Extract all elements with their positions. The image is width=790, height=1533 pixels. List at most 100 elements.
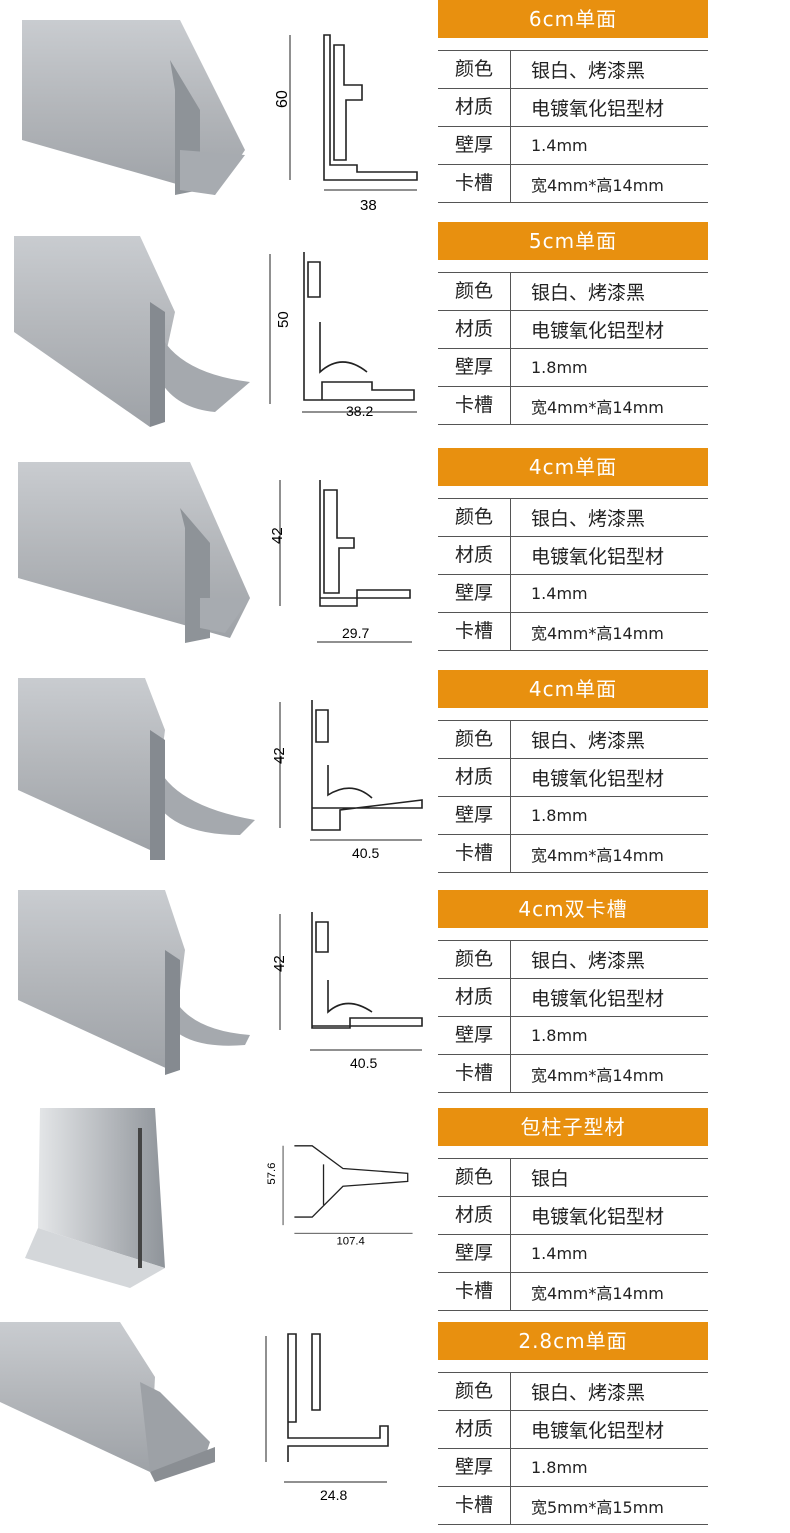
spec-title: 5cm单面 — [438, 222, 708, 260]
spec-row-color: 颜色银白、烤漆黑 — [438, 1373, 708, 1411]
spec-row-color: 颜色银白、烤漆黑 — [438, 721, 708, 759]
spec-value: 宽4mm*高14mm — [531, 623, 664, 643]
spec-row-material: 材质电镀氧化铝型材 — [438, 1411, 708, 1449]
spec-row-material: 材质电镀氧化铝型材 — [438, 311, 708, 349]
cross-section-drawing: 29 24.8 — [262, 1333, 389, 1503]
profile-photo — [18, 890, 250, 1075]
spec-row-material: 材质电镀氧化铝型材 — [438, 537, 708, 575]
spec-key: 卡槽 — [438, 387, 511, 424]
spec-value: 宽4mm*高14mm — [531, 845, 664, 865]
width-dimension: 107.4 — [336, 1236, 364, 1248]
height-dimension: 60 — [274, 90, 291, 108]
profile-photo — [18, 462, 250, 643]
spec-row-slot: 卡槽宽4mm*高14mm — [438, 387, 708, 425]
cross-section-drawing: 60 38 — [274, 34, 418, 214]
spec-key: 卡槽 — [438, 1055, 511, 1092]
spec-value: 宽4mm*高14mm — [531, 175, 664, 195]
spec-key: 颜色 — [438, 273, 511, 310]
height-dimension: 42 — [271, 747, 288, 764]
cross-section-drawing: 50 38.2 — [269, 252, 417, 419]
width-dimension: 24.8 — [320, 1487, 347, 1503]
spec-title: 2.8cm单面 — [438, 1322, 708, 1360]
spec-row-color: 颜色银白 — [438, 1159, 708, 1197]
product-section: 42 40.5 4cm双卡槽 颜色银白、烤漆黑 材质电镀氧化铝型材 壁厚 1.8m… — [0, 890, 790, 1093]
height-dimension: 50 — [275, 311, 292, 328]
spec-row-thickness: 壁厚 1.8mm — [438, 797, 708, 835]
profile-photo — [14, 236, 250, 427]
spec-title: 4cm单面 — [438, 448, 708, 486]
spec-value: 宽4mm*高14mm — [531, 1065, 664, 1085]
spec-value: 银白、烤漆黑 — [531, 950, 646, 972]
spec-key: 材质 — [438, 979, 511, 1016]
spec-row-color: 颜色银白、烤漆黑 — [438, 941, 708, 979]
spec-value: 电镀氧化铝型材 — [531, 320, 665, 342]
spec-key: 颜色 — [438, 1373, 511, 1410]
spec-key: 材质 — [438, 311, 511, 348]
width-dimension: 29.7 — [342, 625, 369, 641]
spec-key: 壁厚 — [438, 1017, 511, 1054]
spec-key: 卡槽 — [438, 165, 511, 202]
spec-value: 银白、烤漆黑 — [531, 1382, 646, 1404]
spec-key: 壁厚 — [438, 575, 511, 612]
spec-value: 1.8mm — [531, 1026, 588, 1045]
spec-row-material: 材质电镀氧化铝型材 — [438, 759, 708, 797]
spec-key: 壁厚 — [438, 1449, 511, 1486]
spec-key: 材质 — [438, 89, 511, 126]
profile-photo — [18, 678, 255, 860]
spec-row-material: 材质电镀氧化铝型材 — [438, 979, 708, 1017]
spec-value: 1.4mm — [531, 136, 588, 155]
spec-key: 颜色 — [438, 499, 511, 536]
spec-value: 1.8mm — [531, 358, 588, 377]
spec-title: 4cm单面 — [438, 670, 708, 708]
width-dimension: 38 — [360, 197, 377, 214]
cross-section-drawing: 57.6 107.4 — [266, 1145, 413, 1248]
spec-value: 1.8mm — [531, 806, 588, 825]
spec-key: 卡槽 — [438, 1487, 511, 1524]
spec-key: 壁厚 — [438, 797, 511, 834]
cross-section-drawing: 42 29.7 — [269, 480, 412, 643]
spec-table: 颜色银白、烤漆黑 材质电镀氧化铝型材 壁厚 1.8mm 卡槽宽4mm*高14mm — [438, 940, 708, 1093]
spec-key: 颜色 — [438, 941, 511, 978]
spec-value: 电镀氧化铝型材 — [531, 988, 665, 1010]
width-dimension: 40.5 — [352, 845, 379, 861]
spec-block: 4cm双卡槽 颜色银白、烤漆黑 材质电镀氧化铝型材 壁厚 1.8mm 卡槽宽4mm… — [438, 890, 708, 1093]
spec-value: 电镀氧化铝型材 — [531, 768, 665, 790]
spec-row-thickness: 壁厚 1.8mm — [438, 349, 708, 387]
spec-value: 宽4mm*高14mm — [531, 397, 664, 417]
spec-value: 银白、烤漆黑 — [531, 60, 646, 82]
spec-title: 4cm双卡槽 — [438, 890, 708, 928]
spec-block: 5cm单面 颜色银白、烤漆黑 材质电镀氧化铝型材 壁厚 1.8mm 卡槽宽4mm*… — [438, 222, 708, 425]
profile-photo — [25, 1108, 165, 1288]
spec-key: 壁厚 — [438, 127, 511, 164]
spec-value: 银白、烤漆黑 — [531, 730, 646, 752]
spec-key: 壁厚 — [438, 349, 511, 386]
spec-row-thickness: 壁厚 1.4mm — [438, 127, 708, 165]
spec-row-slot: 卡槽宽5mm*高15mm — [438, 1487, 708, 1525]
spec-key: 壁厚 — [438, 1235, 511, 1272]
spec-key: 材质 — [438, 759, 511, 796]
spec-row-slot: 卡槽宽4mm*高14mm — [438, 613, 708, 651]
spec-row-slot: 卡槽宽4mm*高14mm — [438, 165, 708, 203]
spec-key: 卡槽 — [438, 1273, 511, 1310]
spec-row-thickness: 壁厚 1.8mm — [438, 1017, 708, 1055]
spec-row-color: 颜色银白、烤漆黑 — [438, 273, 708, 311]
spec-value: 电镀氧化铝型材 — [531, 1206, 665, 1228]
spec-key: 颜色 — [438, 721, 511, 758]
spec-title: 6cm单面 — [438, 0, 708, 38]
height-dimension: 57.6 — [266, 1163, 278, 1185]
cross-section-drawing: 42 40.5 — [271, 912, 423, 1071]
